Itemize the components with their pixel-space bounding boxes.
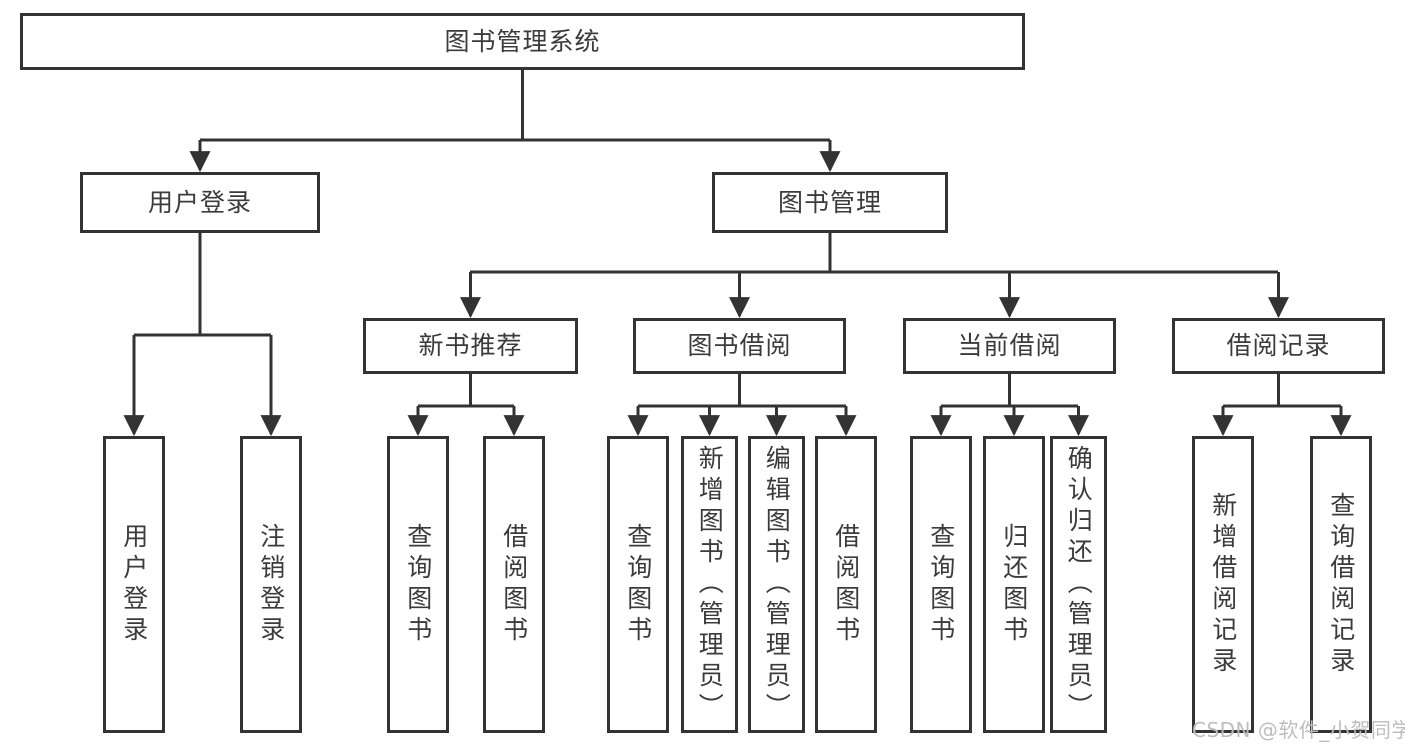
node-label: 用户登录: [147, 187, 252, 217]
node-leaf-user-login[interactable]: 用户登录: [103, 436, 165, 733]
node-label: 借阅图书: [831, 522, 861, 647]
node-leaf-add-book[interactable]: 新增图书（管理员）: [681, 436, 738, 733]
node-current-borrow[interactable]: 当前借阅: [903, 318, 1116, 374]
node-label: 借阅记录: [1226, 331, 1331, 361]
node-label: 归还图书: [999, 522, 1029, 647]
node-label: 注销登录: [256, 522, 286, 647]
node-leaf-confirm-ret[interactable]: 确认归还（管理员）: [1050, 436, 1107, 733]
node-label: 新增借阅记录: [1208, 491, 1238, 678]
node-leaf-borrow-book1[interactable]: 借阅图书: [483, 436, 545, 733]
node-label: 确认归还（管理员）: [1064, 445, 1094, 724]
node-leaf-borrow-book2[interactable]: 借阅图书: [815, 436, 877, 733]
watermark-label: CSDN @软件_小贺同学: [1192, 718, 1405, 742]
node-label: 编辑图书（管理员）: [762, 445, 792, 724]
node-label: 查询图书: [403, 522, 433, 647]
node-leaf-logout[interactable]: 注销登录: [240, 436, 302, 733]
node-label: 图书管理系统: [444, 26, 601, 56]
node-label: 查询图书: [623, 522, 653, 647]
node-label: 借阅图书: [499, 522, 529, 647]
node-leaf-return-book[interactable]: 归还图书: [983, 436, 1045, 733]
node-label: 当前借阅: [957, 331, 1062, 361]
node-new-book-rec[interactable]: 新书推荐: [363, 318, 578, 374]
node-user-login[interactable]: 用户登录: [80, 172, 320, 233]
node-book-borrow[interactable]: 图书借阅: [633, 318, 846, 374]
node-label: 查询借阅记录: [1326, 491, 1356, 678]
node-borrow-record[interactable]: 借阅记录: [1172, 318, 1385, 374]
node-leaf-query-book1[interactable]: 查询图书: [387, 436, 449, 733]
node-label: 新增图书（管理员）: [695, 445, 725, 724]
node-label: 图书管理: [777, 187, 882, 217]
node-label: 用户登录: [119, 522, 149, 647]
node-book-manage[interactable]: 图书管理: [712, 172, 948, 233]
node-leaf-query-record[interactable]: 查询借阅记录: [1310, 436, 1372, 733]
node-leaf-add-record[interactable]: 新增借阅记录: [1192, 436, 1254, 733]
node-label: 查询图书: [926, 522, 956, 647]
node-leaf-query-book3[interactable]: 查询图书: [910, 436, 972, 733]
node-root[interactable]: 图书管理系统: [20, 13, 1025, 70]
node-label: 新书推荐: [418, 331, 523, 361]
node-label: 图书借阅: [687, 331, 792, 361]
node-leaf-edit-book[interactable]: 编辑图书（管理员）: [748, 436, 805, 733]
node-leaf-query-book2[interactable]: 查询图书: [607, 436, 669, 733]
